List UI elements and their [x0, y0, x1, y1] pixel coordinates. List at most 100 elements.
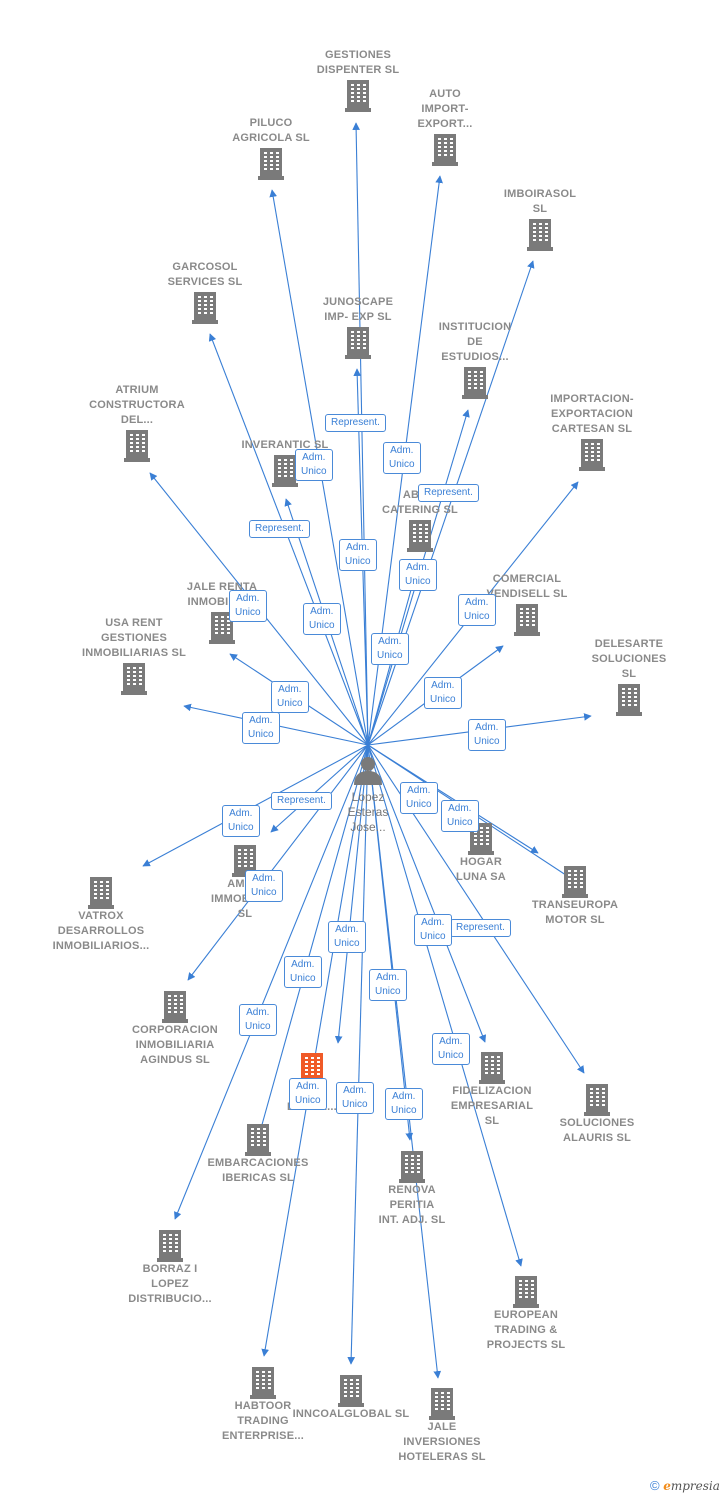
edge-role-label[interactable]: Adm. Unico — [303, 603, 341, 635]
edge-role-label[interactable]: Adm. Unico — [432, 1033, 470, 1065]
building-icon — [527, 219, 553, 251]
edge-role-label[interactable]: Adm. Unico — [441, 800, 479, 832]
edge-role-label[interactable]: Adm. Unico — [222, 805, 260, 837]
company-label: VATROX DESARROLLOS INMOBILIARIOS... — [52, 910, 150, 952]
edge-role-label[interactable]: Represent. — [249, 520, 310, 538]
edge-fidelizacion — [367, 744, 487, 1043]
edge-role-label[interactable]: Adm. Unico — [295, 449, 333, 481]
edge-role-label[interactable]: Adm. Unico — [383, 442, 421, 474]
person-icon — [354, 757, 382, 785]
edge-role-label[interactable]: Adm. Unico — [458, 594, 496, 626]
edge-role-label[interactable]: Adm. Unico — [328, 921, 366, 953]
company-label: JALE RENTA INMOBILIA... — [186, 581, 258, 608]
company-node-institucion[interactable]: INSTITUCION DE ESTUDIOS... — [410, 320, 540, 399]
edge-role-label[interactable]: Adm. Unico — [414, 914, 452, 946]
building-icon — [88, 877, 114, 909]
company-label: JALE INVERSIONES HOTELERAS SL — [398, 1421, 486, 1463]
edge-role-label[interactable]: Adm. Unico — [229, 590, 267, 622]
edge-role-label[interactable]: Adm. Unico — [271, 681, 309, 713]
edge-role-label[interactable]: Represent. — [418, 484, 479, 502]
building-icon — [345, 327, 371, 359]
company-node-incoalglobal[interactable]: INNCOALGLOBAL SL — [286, 1373, 416, 1422]
company-node-auto[interactable]: AUTO IMPORT- EXPORT... — [380, 87, 510, 166]
building-icon — [514, 604, 540, 636]
company-label: USA RENT GESTIONES INMOBILIARIAS SL — [81, 617, 187, 659]
company-label: FIDELIZACION EMPRESARIAL SL — [450, 1085, 534, 1127]
company-node-gestiones[interactable]: GESTIONES DISPENTER SL — [293, 48, 423, 112]
company-label: TRANSEUROPA MOTOR SL — [531, 899, 619, 926]
edge-role-label[interactable]: Adm. Unico — [385, 1088, 423, 1120]
company-node-soluciones[interactable]: SOLUCIONES ALAURIS SL — [532, 1082, 662, 1146]
company-label: RENOVA PERITIA INT. ADJ. SL — [378, 1184, 446, 1226]
company-node-borraz[interactable]: BORRAZ I LOPEZ DISTRIBUCIO... — [105, 1228, 235, 1307]
company-node-atrium[interactable]: ATRIUM CONSTRUCTORA DEL... — [72, 383, 202, 462]
company-label: HOGAR LUNA SA — [456, 856, 506, 883]
company-label: EUROPEAN TRADING & PROJECTS SL — [486, 1309, 566, 1351]
edge-role-label[interactable]: Adm. Unico — [399, 559, 437, 591]
edge-role-label[interactable]: Adm. Unico — [468, 719, 506, 751]
edge-borraz — [174, 744, 369, 1220]
building-icon — [209, 612, 235, 644]
company-label: INNCOALGLOBAL SL — [292, 1408, 410, 1420]
building-icon — [157, 1230, 183, 1262]
edge-corporacion — [187, 744, 369, 981]
building-icon — [338, 1375, 364, 1407]
company-label: CORPORACION INMOBILIARIA AGINDUS SL — [132, 1024, 218, 1066]
edge-role-label[interactable]: Adm. Unico — [424, 677, 462, 709]
edge-european — [367, 744, 523, 1267]
company-node-garcosol[interactable]: GARCOSOL SERVICES SL — [140, 260, 270, 324]
company-node-delesarte[interactable]: DELESARTE SOLUCIONES SL — [564, 637, 694, 716]
company-node-corporacion[interactable]: CORPORACION INMOBILIARIA AGINDUS SL — [110, 989, 240, 1068]
company-node-usarent[interactable]: USA RENT GESTIONES INMOBILIARIAS SL — [69, 616, 199, 695]
edge-role-label[interactable]: Represent. — [271, 792, 332, 810]
center-person-label: Lopez Esteras Jose... — [347, 790, 389, 834]
company-node-renova[interactable]: RENOVA PERITIA INT. ADJ. SL — [347, 1149, 477, 1228]
brand-logo[interactable]: empresia — [663, 1479, 720, 1493]
edge-embarcaciones — [257, 744, 369, 1140]
company-node-comercial[interactable]: COMERCIAL VENDISELL SL — [462, 572, 592, 636]
company-label: AUTO IMPORT- EXPORT... — [417, 88, 473, 130]
edge-role-label[interactable]: Represent. — [325, 414, 386, 432]
company-node-european[interactable]: EUROPEAN TRADING & PROJECTS SL — [461, 1274, 591, 1353]
edge-role-label[interactable]: Adm. Unico — [245, 870, 283, 902]
building-icon — [250, 1367, 276, 1399]
building-icon — [272, 455, 298, 487]
edge-habtoor — [261, 744, 369, 1357]
company-node-imboirasol[interactable]: IMBOIRASOL SL — [475, 187, 605, 251]
company-node-fidelizacion[interactable]: FIDELIZACION EMPRESARIAL SL — [427, 1050, 557, 1129]
building-icon — [162, 991, 188, 1023]
company-node-piluco[interactable]: PILUCO AGRICOLA SL — [206, 116, 336, 180]
company-label: DELESARTE SOLUCIONES SL — [591, 638, 667, 680]
building-icon — [562, 866, 588, 898]
edge-role-label[interactable]: Adm. Unico — [339, 539, 377, 571]
company-node-embarcaciones[interactable]: EMBARCACIONES IBERICAS SL — [193, 1122, 323, 1186]
edge-role-label[interactable]: Adm. Unico — [369, 969, 407, 1001]
company-node-jaleinv[interactable]: JALE INVERSIONES HOTELERAS SL — [377, 1386, 507, 1465]
company-node-habtoor[interactable]: HABTOOR TRADING ENTERPRISE... — [198, 1365, 328, 1444]
building-icon — [616, 684, 642, 716]
edge-role-label[interactable]: Adm. Unico — [284, 956, 322, 988]
footer-brand: © empresia — [650, 1478, 720, 1493]
edge-role-label[interactable]: Adm. Unico — [336, 1082, 374, 1114]
edge-role-label[interactable]: Adm. Unico — [289, 1078, 327, 1110]
company-node-importacion[interactable]: IMPORTACION- EXPORTACION CARTESAN SL — [527, 392, 657, 471]
company-label: IMPORTACION- EXPORTACION CARTESAN SL — [550, 393, 634, 435]
edge-role-label[interactable]: Adm. Unico — [400, 782, 438, 814]
company-node-transeuropa[interactable]: TRANSEUROPA MOTOR SL — [510, 864, 640, 928]
edge-role-label[interactable]: Adm. Unico — [242, 712, 280, 744]
building-icon — [462, 367, 488, 399]
company-node-abac[interactable]: ABA... CATERING SL — [355, 488, 485, 552]
edge-role-label[interactable]: Adm. Unico — [371, 633, 409, 665]
company-label: BORRAZ I LOPEZ DISTRIBUCIO... — [128, 1263, 212, 1305]
edge-jaleinv — [367, 744, 442, 1379]
building-icon — [124, 430, 150, 462]
company-node-inverantic[interactable]: INVERANTIC SL — [220, 438, 350, 487]
edge-role-label[interactable]: Represent. — [450, 919, 511, 937]
building-icon — [407, 520, 433, 552]
center-person-node[interactable]: Lopez Esteras Jose... — [323, 755, 413, 835]
company-node-hogar[interactable]: HOGAR LUNA SA — [416, 821, 546, 885]
edge-role-label[interactable]: Adm. Unico — [239, 1004, 277, 1036]
company-label: GARCOSOL SERVICES SL — [167, 261, 243, 288]
company-node-junoscape[interactable]: JUNOSCAPE IMP- EXP SL — [293, 295, 423, 359]
company-node-vatrox[interactable]: VATROX DESARROLLOS INMOBILIARIOS... — [36, 875, 166, 954]
